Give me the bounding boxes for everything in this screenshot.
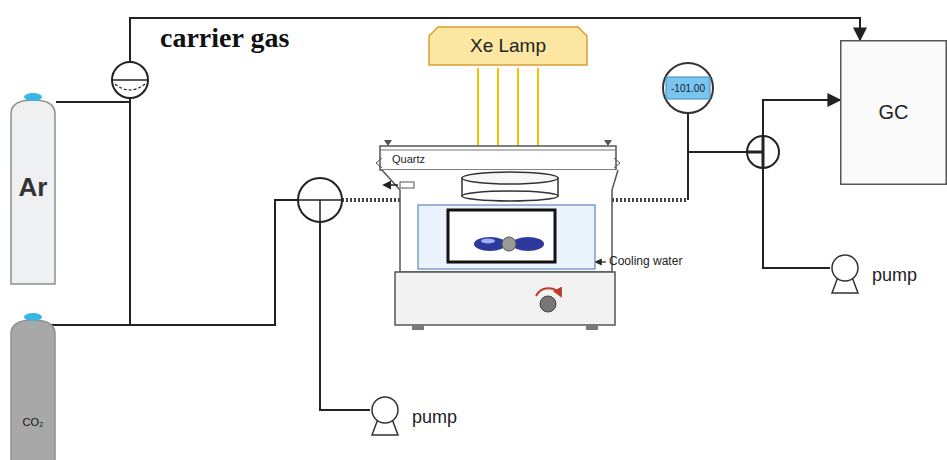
leader-line <box>596 261 606 262</box>
outlet <box>400 182 414 188</box>
reactor-vessel <box>382 170 618 272</box>
catalyst-dish <box>462 191 558 201</box>
part-label: Cooling water <box>609 254 682 268</box>
clamp <box>376 158 382 168</box>
node-text: Ar <box>19 172 48 203</box>
plate-foot <box>412 325 424 330</box>
stir-bar <box>474 237 506 251</box>
light-ray <box>517 68 519 158</box>
knob <box>540 296 556 312</box>
valve-symbol <box>112 62 148 98</box>
node-text: Xe Lamp <box>470 35 546 57</box>
screw <box>384 140 392 146</box>
clamp <box>614 158 620 168</box>
valve-symbol <box>747 136 779 168</box>
quartz-lid <box>380 146 616 170</box>
tube-line <box>342 198 400 202</box>
gas-cylinder: Ar <box>10 92 56 282</box>
node-text: CO₂ <box>23 416 44 428</box>
gauge-line <box>687 114 689 200</box>
edge-label: carrier gas <box>160 22 289 54</box>
valve-symbol <box>298 178 342 222</box>
rotation-arrow <box>536 288 561 296</box>
node-text: pump <box>872 265 917 286</box>
light-ray <box>477 68 479 158</box>
instrument-box: GC <box>840 40 947 185</box>
light-ray <box>537 68 539 158</box>
screw <box>604 140 612 146</box>
light-ray <box>497 68 499 158</box>
part-label: Quartz <box>392 153 425 165</box>
cooling-jacket <box>418 205 595 269</box>
quartz-window <box>380 150 616 151</box>
stir-bar <box>481 239 495 244</box>
lamp-box: Xe Lamp <box>428 26 588 66</box>
pump-symbol: pump <box>830 253 935 297</box>
stir-bar <box>502 237 516 251</box>
plate-foot <box>586 325 598 330</box>
pressure-gauge: -101.00 <box>662 62 714 114</box>
stir-bar <box>512 237 544 251</box>
gas-line <box>40 200 298 325</box>
cyl-shape <box>10 312 56 460</box>
node-text: GC <box>879 101 909 124</box>
pump-symbol: pump <box>370 395 475 439</box>
outlet-arrow <box>384 184 398 186</box>
node-text: pump <box>412 407 457 428</box>
gas-line <box>763 100 840 268</box>
gas-line <box>56 18 860 102</box>
node-text: -101.00 <box>671 83 705 94</box>
gas-line <box>129 102 131 325</box>
sample-holder <box>448 210 555 262</box>
gas-line <box>688 151 747 153</box>
vacuum-line <box>320 222 370 410</box>
gas-cylinder: CO₂ <box>10 312 56 460</box>
stir-plate <box>395 272 615 325</box>
catalyst-dish <box>462 172 558 184</box>
tube-line <box>612 198 688 202</box>
